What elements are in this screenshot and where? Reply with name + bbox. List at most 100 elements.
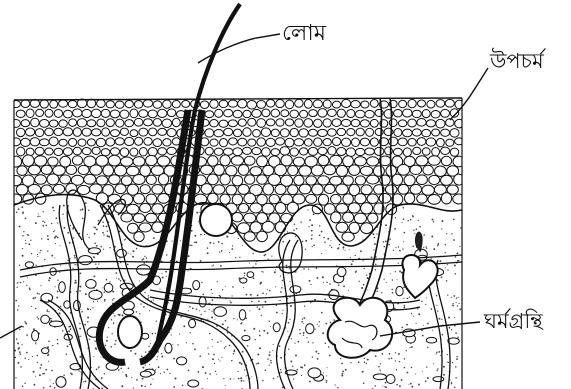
epidermis-cell <box>16 184 28 195</box>
stipple-dot <box>259 347 261 349</box>
stipple-dot <box>202 366 204 368</box>
stipple-dot <box>406 324 408 326</box>
stipple-dot <box>388 244 390 246</box>
stipple-dot <box>79 370 80 371</box>
epidermis-cell <box>40 120 50 128</box>
stipple-dot <box>41 238 42 239</box>
stipple-dot <box>20 366 22 368</box>
stipple-dot <box>288 349 289 350</box>
stipple-dot <box>265 369 267 371</box>
stipple-dot <box>317 324 318 325</box>
stipple-dot <box>366 274 367 275</box>
epidermis-cell <box>97 119 105 127</box>
stipple-dot <box>307 209 308 210</box>
stipple-dot <box>80 372 81 373</box>
stipple-dot <box>442 334 444 336</box>
stipple-dot <box>411 386 413 388</box>
dermis-cell <box>117 249 127 257</box>
dermis-cell <box>32 331 39 341</box>
stipple-dot <box>426 248 427 249</box>
epidermis-cell <box>229 138 238 145</box>
stipple-dot <box>311 234 312 235</box>
epidermis-cell <box>324 165 336 175</box>
stipple-dot <box>113 323 114 324</box>
epidermis-cell <box>167 109 176 117</box>
stipple-dot <box>274 271 276 273</box>
stipple-dot <box>262 271 263 272</box>
stipple-dot <box>145 386 146 387</box>
stipple-dot <box>214 363 215 364</box>
stipple-dot <box>38 213 39 214</box>
stipple-dot <box>192 308 194 310</box>
dermis-cell <box>308 368 321 378</box>
stipple-dot <box>38 318 40 320</box>
epidermis-cell <box>59 100 68 107</box>
stipple-dot <box>419 226 421 228</box>
stipple-dot <box>401 379 403 381</box>
stipple-dot <box>404 232 406 234</box>
stipple-dot <box>455 256 457 258</box>
stipple-dot <box>396 369 397 370</box>
stipple-dot <box>454 317 455 318</box>
epidermis-cell <box>233 148 242 156</box>
stipple-dot <box>239 362 241 364</box>
stipple-dot <box>235 257 236 258</box>
stipple-dot <box>98 263 99 264</box>
epidermis-cell <box>232 213 243 222</box>
stipple-dot <box>95 263 96 264</box>
stipple-dot <box>303 317 305 319</box>
stipple-dot <box>312 357 313 358</box>
epidermis-cell <box>422 110 430 118</box>
stipple-dot <box>439 318 441 320</box>
stipple-dot <box>412 216 413 217</box>
stipple-dot <box>204 311 205 312</box>
stipple-dot <box>225 385 226 386</box>
stipple-dot <box>345 369 347 371</box>
epidermis-cell <box>106 138 115 146</box>
stipple-dot <box>416 323 417 324</box>
stipple-dot <box>114 343 116 345</box>
dermis-cell <box>124 309 134 315</box>
stipple-dot <box>451 297 452 298</box>
epidermis-cell <box>244 232 255 242</box>
epidermis-cell <box>356 148 365 155</box>
dermis-cell <box>290 286 301 293</box>
stipple-dot <box>81 311 83 313</box>
stipple-dot <box>315 351 317 353</box>
dermis-cell <box>386 375 395 384</box>
stipple-dot <box>243 380 244 381</box>
epidermis-cell <box>253 129 261 136</box>
stipple-dot <box>136 311 138 313</box>
stipple-dot <box>385 386 387 388</box>
stipple-dot <box>375 264 377 266</box>
stipple-dot <box>87 234 88 235</box>
stipple-dot <box>145 365 146 366</box>
stipple-dot <box>173 358 175 360</box>
stipple-dot <box>233 318 234 319</box>
stipple-dot <box>67 345 69 347</box>
epidermis-cell <box>318 129 328 136</box>
epidermis-cell <box>48 157 58 166</box>
epidermis-cell <box>365 110 374 118</box>
epidermis-cell <box>346 148 355 157</box>
stipple-dot <box>253 253 254 254</box>
stipple-dot <box>349 249 350 250</box>
stipple-dot <box>72 268 73 269</box>
stipple-dot <box>440 355 441 356</box>
epidermis-cell <box>299 184 311 194</box>
epidermis-cell <box>318 176 330 185</box>
epidermis-cell <box>223 148 233 155</box>
stipple-dot <box>37 216 39 218</box>
stipple-dot <box>161 273 162 274</box>
stipple-dot <box>276 312 278 314</box>
stipple-dot <box>169 373 170 374</box>
stipple-dot <box>166 369 168 371</box>
epidermis-cell <box>271 109 280 117</box>
stipple-dot <box>48 354 49 355</box>
stipple-dot <box>319 234 321 236</box>
stipple-dot <box>15 357 17 359</box>
stipple-dot <box>319 225 321 227</box>
stipple-dot <box>398 353 400 355</box>
stipple-dot <box>350 362 351 363</box>
epidermis-cell <box>97 100 106 108</box>
